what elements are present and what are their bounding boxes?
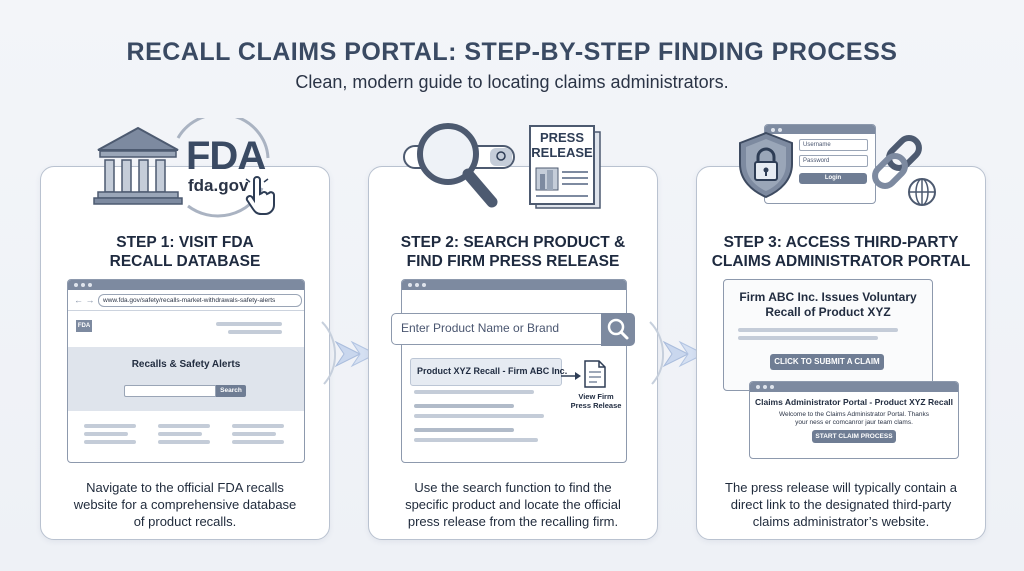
recalls-search-button[interactable]: Search bbox=[216, 385, 246, 397]
globe-icon bbox=[908, 178, 936, 206]
password-input[interactable]: Password bbox=[799, 155, 868, 167]
fda-page-logo: FDA bbox=[76, 320, 92, 332]
security-shield-icon bbox=[739, 131, 793, 199]
browser-nav-icons: ← → bbox=[74, 295, 95, 305]
link-chain-icon bbox=[872, 135, 922, 189]
search-placeholder: Enter Product Name or Brand bbox=[401, 321, 560, 335]
view-press-release-link[interactable]: View Firm Press Release bbox=[570, 392, 622, 410]
search-results-panel: Product XYZ Recall - Firm ABC Inc. bbox=[410, 358, 567, 386]
recalls-hero: Recalls & Safety Alerts Search bbox=[68, 347, 304, 411]
fda-logo: FDA bbox=[186, 134, 266, 178]
step1-title: STEP 1: VISIT FDA RECALL DATABASE bbox=[109, 234, 261, 270]
login-button[interactable]: Login bbox=[799, 173, 867, 184]
step2-description: Use the search function to find the spec… bbox=[405, 480, 621, 529]
url-bar[interactable]: www.fda.gov/safety/recalls-market-withdr… bbox=[98, 294, 302, 307]
step3-description: The press release will typically contain… bbox=[725, 480, 957, 529]
username-input[interactable]: Username bbox=[799, 139, 868, 151]
release-headline: Firm ABC Inc. Issues Voluntary Recall of… bbox=[739, 290, 917, 319]
step2-title: STEP 2: SEARCH PRODUCT & FIND FIRM PRESS… bbox=[400, 234, 626, 270]
search-icon bbox=[607, 318, 629, 340]
press-release-window: Firm ABC Inc. Issues Voluntary Recall of… bbox=[723, 279, 933, 391]
step1-card: STEP 1: VISIT FDA RECALL DATABASE ← → ww… bbox=[40, 166, 330, 540]
newspaper-icon bbox=[529, 125, 601, 209]
magnifier-icon bbox=[403, 123, 515, 208]
step1-browser-window: ← → www.fda.gov/safety/recalls-market-wi… bbox=[67, 279, 305, 463]
page-subtitle: Clean, modern guide to locating claims a… bbox=[295, 72, 729, 92]
claims-portal-window: Claims Administrator Portal - Product XY… bbox=[749, 381, 959, 459]
fda-domain-label: fda.gov bbox=[188, 176, 249, 195]
step2-card: STEP 2: SEARCH PRODUCT & FIND FIRM PRESS… bbox=[368, 166, 658, 540]
portal-welcome-text: Welcome to the Claims Administrator Port… bbox=[778, 411, 930, 426]
page-title: RECALL CLAIMS PORTAL: STEP-BY-STEP FINDI… bbox=[126, 38, 898, 66]
press-release-label: PRESS RELEASE bbox=[531, 130, 593, 160]
step3-card: STEP 3: ACCESS THIRD-PARTY CLAIMS ADMINI… bbox=[696, 166, 986, 540]
government-building-icon bbox=[93, 126, 183, 205]
portal-title: Claims Administrator Portal - Product XY… bbox=[754, 397, 954, 407]
result-title-link[interactable]: Product XYZ Recall - Firm ABC Inc. bbox=[417, 366, 568, 376]
arrow-right-icon bbox=[561, 372, 581, 380]
submit-claim-button[interactable]: CLICK TO SUBMIT A CLAIM bbox=[770, 354, 884, 370]
recalls-search-input[interactable] bbox=[124, 385, 216, 397]
step3-title: STEP 3: ACCESS THIRD-PARTY CLAIMS ADMINI… bbox=[711, 234, 971, 270]
pointer-hand-icon bbox=[245, 176, 275, 215]
step1-description: Navigate to the official FDA recalls web… bbox=[73, 480, 297, 529]
product-search-button[interactable] bbox=[601, 313, 635, 346]
document-icon[interactable] bbox=[583, 359, 607, 389]
product-search-input[interactable]: Enter Product Name or Brand bbox=[391, 313, 603, 345]
step1-to-step2-arrow bbox=[321, 321, 378, 385]
step2-to-step3-arrow bbox=[649, 321, 706, 385]
start-claim-button[interactable]: START CLAIM PROCESS bbox=[812, 430, 896, 443]
recalls-heading: Recalls & Safety Alerts bbox=[131, 359, 241, 370]
